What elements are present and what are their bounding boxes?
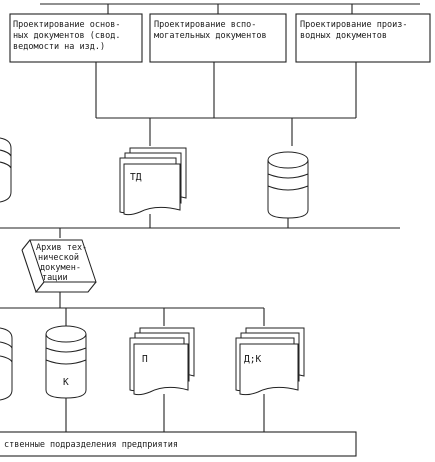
- lower-connectors: [0, 307, 265, 432]
- box-main-documents-line-1: Проектирование основ-: [13, 20, 120, 30]
- archive-box: Архив тех- нической докумен- тации: [21, 239, 97, 293]
- dk-document-label: Д;К: [244, 354, 261, 365]
- database-icon-upper: [267, 151, 309, 219]
- td-document-label: ТД: [130, 172, 142, 183]
- box-auxiliary-documents: Проектирование вспо- могательных докумен…: [149, 13, 287, 63]
- box-main-documents-line-2: ных документов (свод.: [13, 31, 120, 41]
- box-auxiliary-documents-line-1: Проектирование вспо-: [154, 20, 256, 30]
- middle-connectors: [0, 214, 400, 308]
- box-main-documents-line-3: ведомости на изд.): [13, 42, 105, 52]
- p-document-label: П: [142, 354, 148, 365]
- box-derived-documents: Проектирование произ- водных документов: [295, 13, 431, 63]
- box-auxiliary-documents-line-2: могательных документов: [154, 31, 267, 41]
- archive-line-3: докумен-: [40, 263, 81, 273]
- document-stack-p-icon: П: [129, 327, 195, 396]
- database-icon-partial-left: [0, 137, 12, 203]
- archive-line-2: нической: [38, 253, 79, 263]
- box-derived-documents-line-2: водных документов: [300, 31, 387, 41]
- document-stack-td-icon: ТД: [119, 147, 187, 216]
- box-main-documents: Проектирование основ- ных документов (св…: [9, 13, 143, 63]
- bottom-bar: ственные подразделения предприятия: [0, 431, 357, 457]
- database-k-icon: К: [45, 325, 87, 399]
- archive-line-4: тации: [42, 273, 68, 283]
- k-database-label: К: [63, 377, 69, 388]
- document-stack-dk-icon: Д;К: [235, 327, 305, 396]
- archive-line-1: Архив тех-: [36, 243, 87, 253]
- bottom-bar-label: ственные подразделения предприятия: [4, 440, 178, 450]
- upper-connectors: [40, 3, 420, 146]
- box-derived-documents-line-1: Проектирование произ-: [300, 20, 407, 30]
- database-icon-partial-lower-left: [0, 327, 13, 401]
